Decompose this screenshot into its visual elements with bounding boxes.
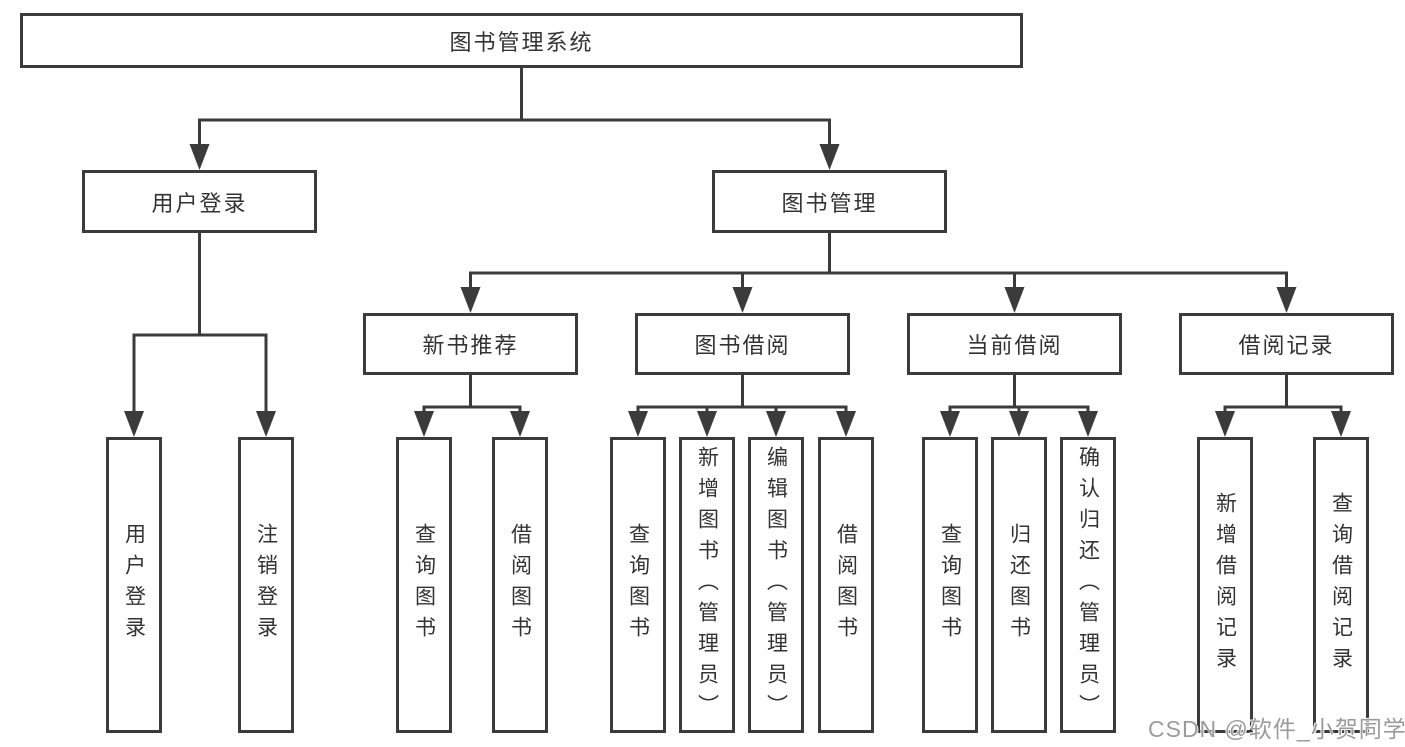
node-leaf-current-query-book: 查询图书 bbox=[922, 437, 978, 733]
node-leaf-confirm-return-admin: 确认归还（管理员） bbox=[1060, 437, 1116, 733]
node-leaf-query-borrow-record: 查询借阅记录 bbox=[1313, 437, 1369, 733]
node-leaf-rec-borrow-book: 借阅图书 bbox=[492, 437, 548, 733]
node-leaf-user-login: 用户登录 bbox=[106, 437, 162, 733]
node-book-management: 图书管理 bbox=[712, 170, 947, 233]
node-borrow-record: 借阅记录 bbox=[1179, 313, 1394, 375]
node-current-borrow: 当前借阅 bbox=[907, 313, 1122, 375]
node-leaf-return-book: 归还图书 bbox=[991, 437, 1047, 733]
node-root: 图书管理系统 bbox=[20, 13, 1023, 68]
node-leaf-rec-query-book: 查询图书 bbox=[396, 437, 452, 733]
node-leaf-add-book-admin: 新增图书（管理员） bbox=[679, 437, 735, 733]
node-leaf-logout: 注销登录 bbox=[238, 437, 294, 733]
node-user-login: 用户登录 bbox=[82, 170, 317, 233]
node-new-book-recommend: 新书推荐 bbox=[363, 313, 578, 375]
node-leaf-add-borrow-record: 新增借阅记录 bbox=[1197, 437, 1253, 733]
watermark: CSDN @软件_小贺同学 bbox=[1148, 716, 1405, 742]
node-book-borrow: 图书借阅 bbox=[635, 313, 850, 375]
node-leaf-edit-book-admin: 编辑图书（管理员） bbox=[748, 437, 804, 733]
node-leaf-borrow-query-book: 查询图书 bbox=[610, 437, 666, 733]
node-leaf-borrow-book: 借阅图书 bbox=[818, 437, 874, 733]
